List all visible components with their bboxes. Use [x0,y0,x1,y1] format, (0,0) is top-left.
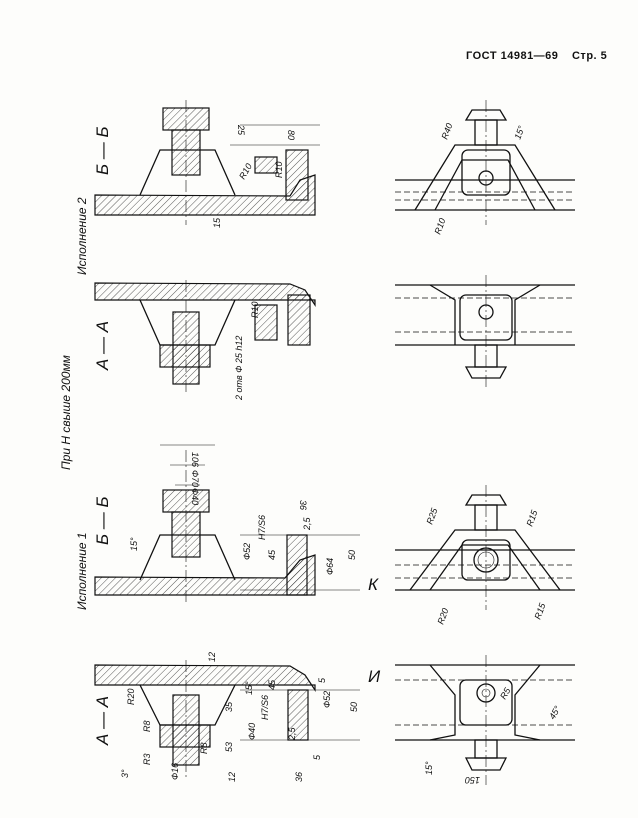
dim-label: 25 [236,124,246,136]
section-labels: А — А Б — Б А — А Б — Б И К [93,126,381,746]
dim-label: Ф40 [247,723,257,740]
dim-label: H7/S6 [260,695,270,720]
dim-label: Ф64 [325,558,335,575]
plan-view-4 [395,100,575,225]
page-header: ГОСТ 14981—69 Стр. 5 [466,50,607,62]
dims-v1-aa: R20 R8 R3 3° Ф16 12 12 35 53 R8 15° Ф40 … [120,652,359,782]
dim-label: R15 [532,601,547,621]
captions: Исполнение 1 Исполнение 2 При Н свыше 20… [59,197,89,610]
dim-label: 15° [424,761,434,775]
dim-label: 80 [286,130,296,140]
dim-label: R20 [126,688,136,705]
arrow-label-k: К [368,575,379,594]
page-number: Стр. 5 [571,50,608,62]
dims-plan: 150 15° 45° R5 R25 R15 R20 R15 R40 15° R… [424,122,563,785]
dim-label: 5 [317,677,327,683]
dim-label: R15 [524,508,539,528]
dim-label: R5 [498,685,513,701]
dim-label: 50 [349,702,359,712]
dim-label: 15° [244,681,254,695]
dims-v2: 2 отв Ф 25 h12 R10 25 80 R10 R10 15 [212,124,296,401]
dim-label: 50 [347,550,357,560]
section-v2-aa [94,280,316,395]
dim-label: 36 [298,500,308,510]
dim-label: R20 [435,607,450,626]
dim-label: 45 [267,679,277,690]
section-v2-bb [94,100,320,225]
section-label-aa: А — А [93,696,112,746]
section-v1-bb [94,444,360,605]
section-label-bb: Б — Б [93,496,112,545]
plan-view-3 [395,275,575,390]
section-label-aa-2: А — А [93,321,112,371]
dim-label: R25 [424,506,439,526]
caption-above-200: При Н свыше 200мм [59,355,73,470]
dim-label: Ф70 [190,470,200,487]
caption-variant-1: Исполнение 1 [75,532,89,610]
dim-label: R8 [142,720,152,732]
plan-view-1 [395,655,575,785]
dim-label: R10 [274,161,284,178]
dim-label: 2,5 [287,726,297,741]
dim-label: 35 [224,701,234,712]
dim-label: H7/S6 [257,515,267,540]
dim-label: Ф52 [322,691,332,708]
dim-label: 2 отв Ф 25 h12 [234,336,244,401]
dim-label: R40 [439,122,454,141]
section-v1-aa [94,660,360,780]
dim-label: 3° [120,769,130,778]
dim-label: Ф52 [242,543,252,560]
dim-label: 12 [207,652,217,662]
dim-label: 15° [129,537,139,551]
dim-label: 45 [267,549,277,560]
dims-v1-bb: 15° 106 Ф70 Ф40 36 Ф52 H7/S6 2,5 45 Ф64 … [129,452,357,575]
caption-variant-2: Исполнение 2 [75,197,89,275]
dim-label: 15° [512,124,526,141]
dim-label: R10 [250,301,260,318]
dim-label: R10 [237,162,254,181]
standard-number: ГОСТ 14981—69 [466,50,559,62]
dim-label: Ф40 [190,488,200,505]
dim-label: R3 [142,753,152,765]
dim-label: Ф16 [170,763,180,780]
section-label-bb-2: Б — Б [93,126,112,175]
dim-label: 5 [312,754,322,760]
dim-label: 106 [190,452,200,467]
dim-label: 2,5 [302,516,312,531]
dim-label: 36 [294,772,304,782]
dim-label: 150 [465,775,480,785]
dim-label: 12 [227,772,237,782]
dim-label: R10 [432,217,447,236]
plan-view-2 [395,485,575,610]
dim-label: 53 [224,742,234,752]
dim-label: 45° [547,704,563,721]
arrow-label-i: И [368,667,381,686]
dim-label: 15 [212,217,222,228]
dim-label: R8 [199,742,209,754]
